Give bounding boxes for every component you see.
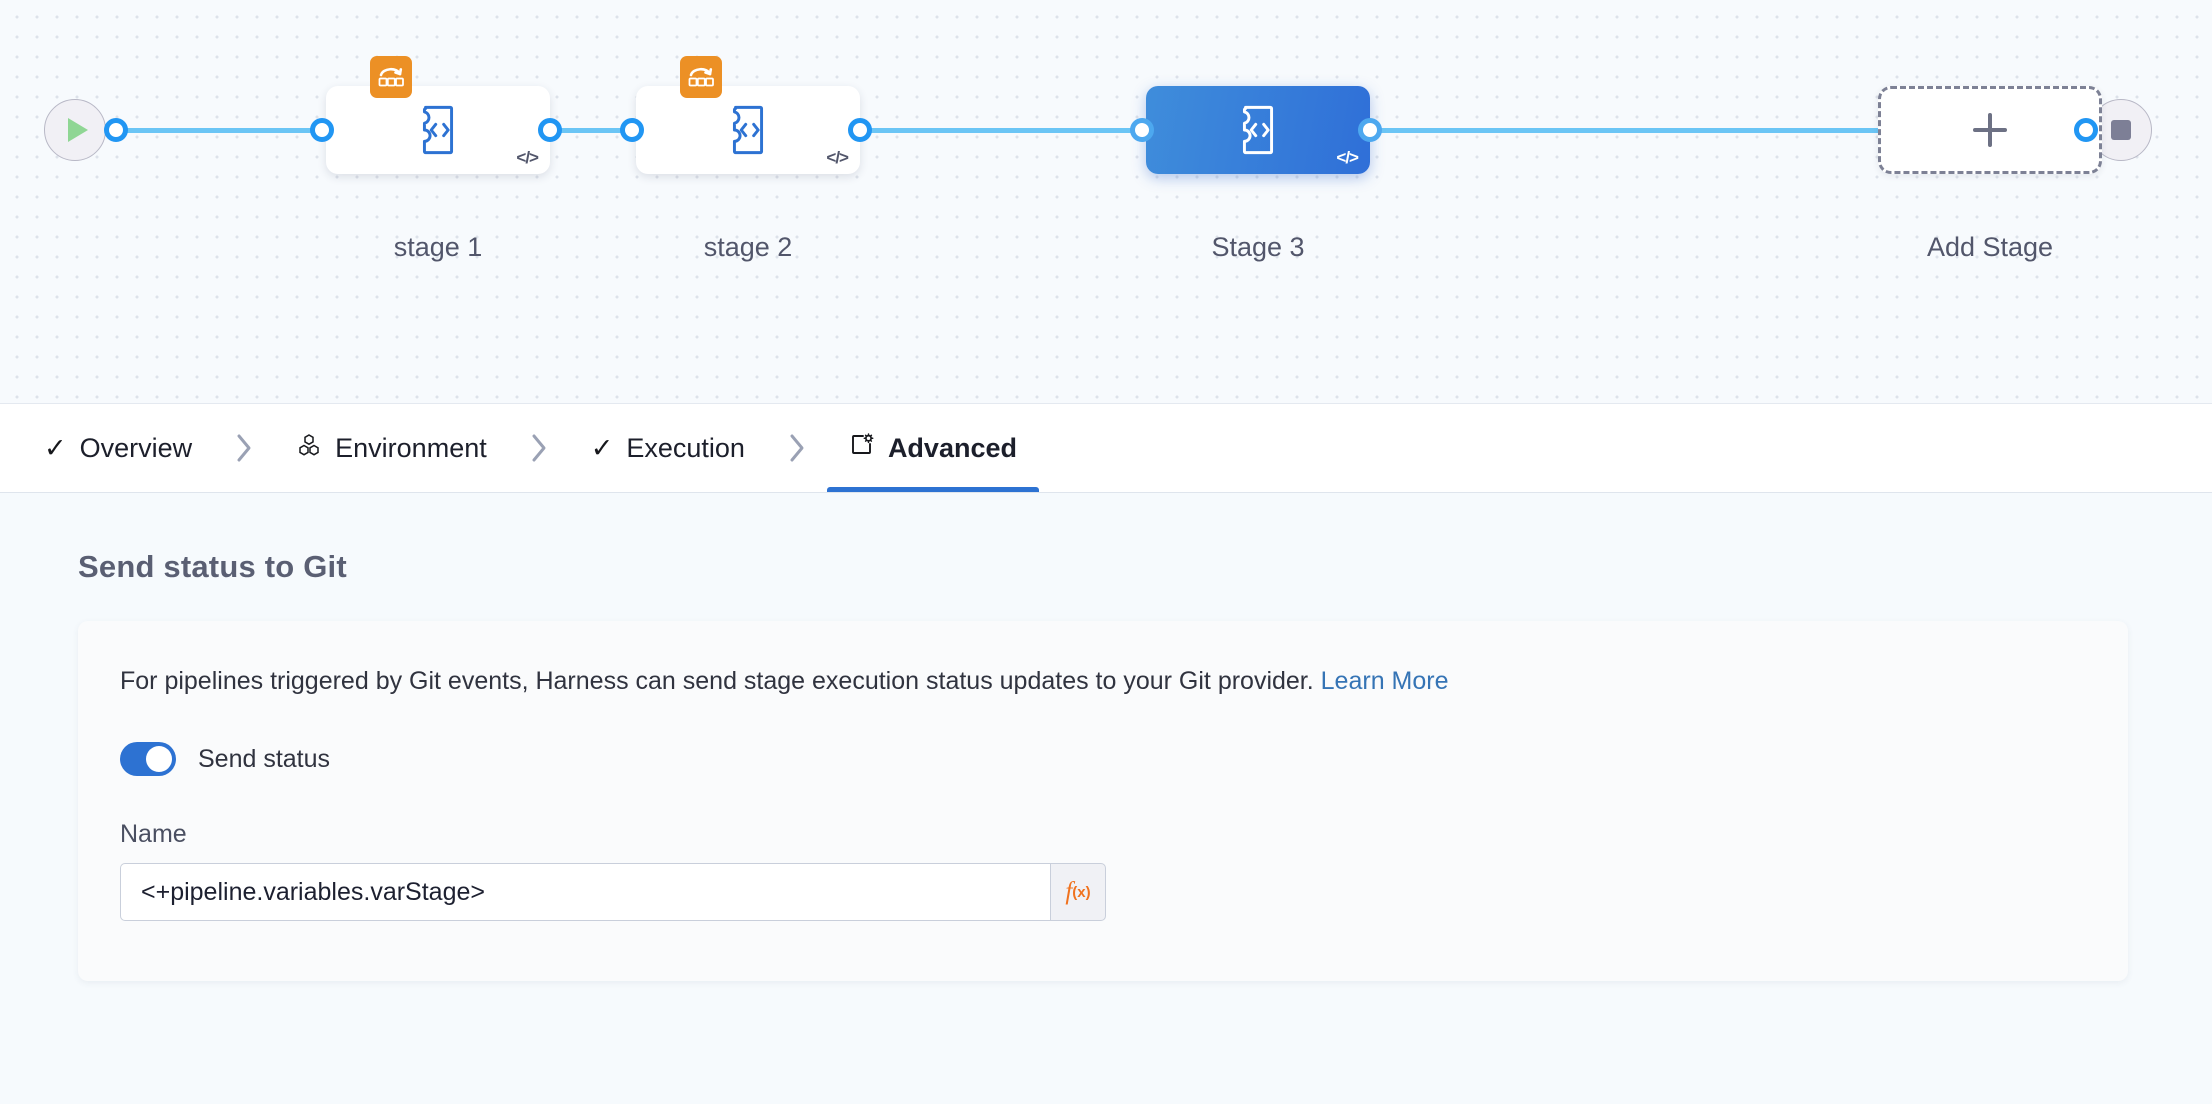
matrix-strategy-icon bbox=[370, 56, 412, 98]
code-icon: </> bbox=[516, 148, 539, 167]
check-icon: ✓ bbox=[44, 432, 67, 463]
tab-overview-label: Overview bbox=[79, 432, 193, 463]
page-title: Send status to Git bbox=[78, 549, 347, 584]
pipeline-connector-rail bbox=[108, 128, 2104, 133]
port-stage1-out[interactable] bbox=[538, 118, 562, 142]
send-status-card: For pipelines triggered by Git events, H… bbox=[78, 621, 2128, 981]
tab-environment-label: Environment bbox=[335, 432, 487, 463]
tab-separator-icon bbox=[767, 404, 827, 492]
play-icon bbox=[68, 118, 88, 142]
stage-node-1[interactable]: </> bbox=[326, 56, 550, 174]
toggle-knob bbox=[146, 746, 172, 772]
port-start-out[interactable] bbox=[104, 118, 128, 142]
tab-execution-label: Execution bbox=[626, 432, 745, 463]
stage-node-3[interactable]: </> bbox=[1146, 86, 1370, 174]
stop-icon bbox=[2111, 120, 2131, 140]
tab-advanced[interactable]: Advanced bbox=[826, 404, 1040, 492]
card-description-text: For pipelines triggered by Git events, H… bbox=[120, 667, 1314, 695]
port-end-in[interactable] bbox=[2074, 118, 2098, 142]
cluster-icon bbox=[296, 432, 322, 465]
advanced-tab-panel: Send status to Git For pipelines trigger… bbox=[0, 493, 2212, 1104]
fx-sub-label: (x) bbox=[1072, 883, 1091, 901]
stage-label-1: stage 1 bbox=[393, 232, 483, 262]
expression-toggle-button[interactable]: f(x) bbox=[1050, 863, 1106, 921]
tab-separator-icon bbox=[214, 404, 274, 492]
send-status-toggle-row: Send status bbox=[120, 742, 2128, 776]
tab-execution[interactable]: ✓ Execution bbox=[569, 404, 767, 492]
custom-stage-icon bbox=[732, 105, 764, 155]
port-stage3-in[interactable] bbox=[1130, 118, 1154, 142]
add-stage-label: Add Stage bbox=[1926, 232, 2054, 262]
card-description: For pipelines triggered by Git events, H… bbox=[120, 667, 2128, 696]
check-icon: ✓ bbox=[590, 432, 614, 463]
name-field-label: Name bbox=[120, 820, 187, 848]
port-stage2-in[interactable] bbox=[620, 118, 644, 142]
pipeline-start-node[interactable] bbox=[44, 99, 106, 161]
stage-label-3: Stage 3 bbox=[1211, 232, 1305, 262]
learn-more-link[interactable]: Learn More bbox=[1320, 667, 1449, 695]
stage-node-2[interactable]: </> bbox=[636, 56, 860, 174]
name-input[interactable] bbox=[120, 863, 1050, 921]
send-status-toggle-label: Send status bbox=[198, 744, 331, 773]
fx-label: f bbox=[1065, 878, 1073, 905]
code-icon: </> bbox=[1336, 148, 1359, 167]
matrix-strategy-icon bbox=[680, 56, 722, 98]
pipeline-canvas[interactable]: </> stage 1 </> stage 2 bbox=[0, 0, 2212, 403]
custom-stage-icon bbox=[422, 105, 454, 155]
stage-label-2: stage 2 bbox=[703, 232, 793, 262]
custom-stage-icon bbox=[1242, 105, 1274, 155]
port-stage2-out[interactable] bbox=[848, 118, 872, 142]
name-field-row: f(x) bbox=[120, 863, 2128, 921]
port-stage1-in[interactable] bbox=[310, 118, 334, 142]
stage-config-tabbar: ✓ Overview Environment ✓ Execution bbox=[0, 403, 2212, 493]
plus-icon bbox=[1973, 113, 2007, 147]
tab-environment[interactable]: Environment bbox=[274, 404, 509, 492]
tab-overview[interactable]: ✓ Overview bbox=[22, 404, 214, 492]
tab-advanced-label: Advanced bbox=[887, 432, 1017, 463]
advanced-icon bbox=[849, 432, 875, 465]
port-stage3-out[interactable] bbox=[1358, 118, 1382, 142]
add-stage-button[interactable] bbox=[1878, 86, 2102, 174]
code-icon: </> bbox=[826, 148, 849, 167]
send-status-toggle[interactable] bbox=[120, 742, 176, 776]
tab-separator-icon bbox=[509, 404, 569, 492]
